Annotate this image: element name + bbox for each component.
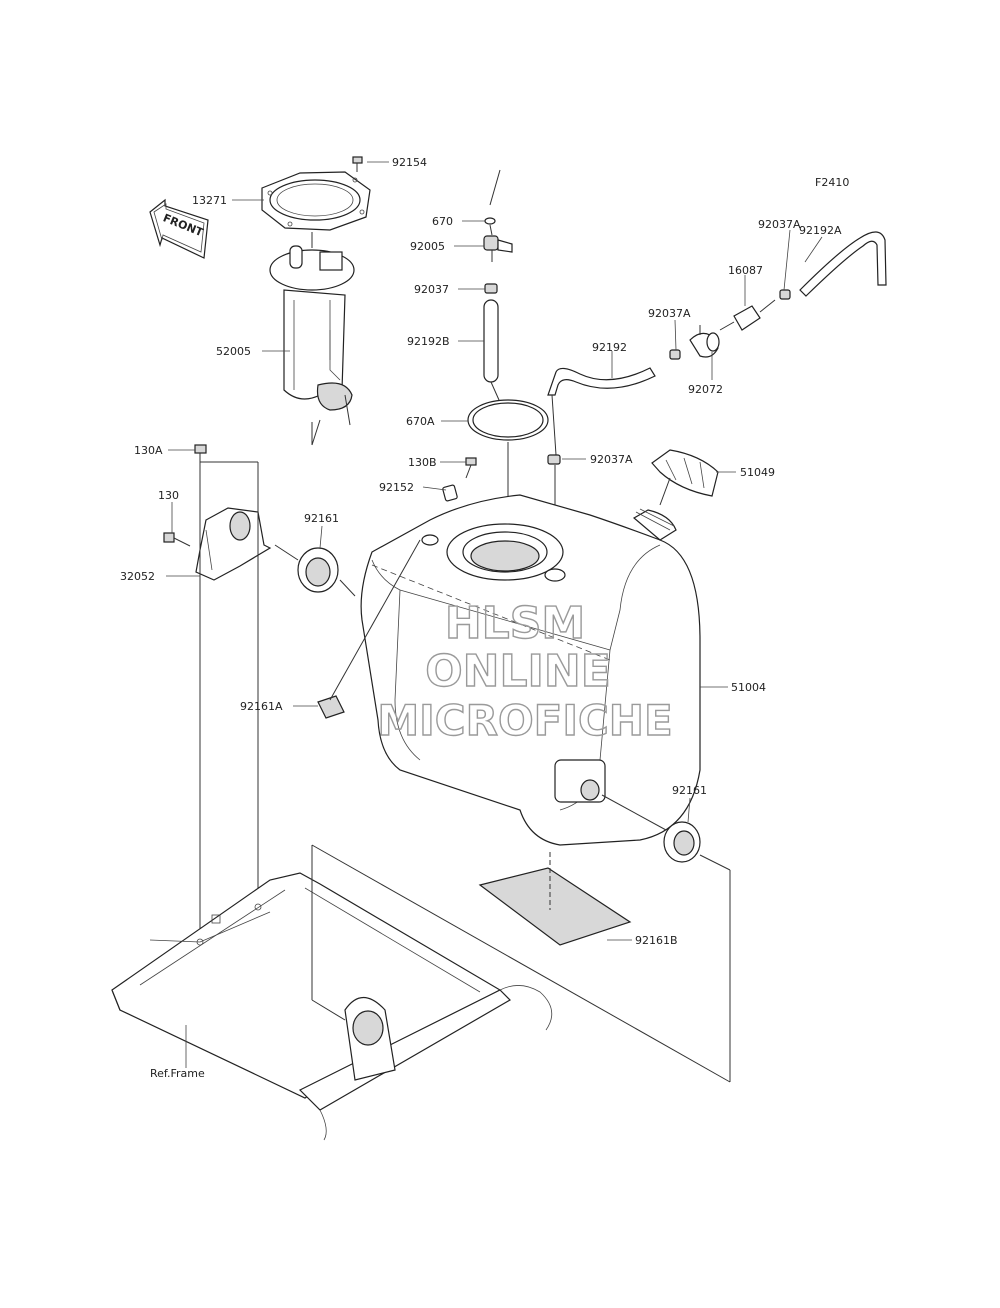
fuel-tank-51004 xyxy=(360,494,701,846)
clamp-92037A-mid xyxy=(669,349,681,360)
fuel-filter-16087 xyxy=(719,299,776,331)
label-92192A: 92192A xyxy=(799,224,842,237)
label-92161A: 92161A xyxy=(240,700,283,713)
bolt-130A xyxy=(194,444,207,462)
label-16087: 16087 xyxy=(728,264,763,277)
label-51049: 51049 xyxy=(740,466,775,479)
diagram-code: F2410 xyxy=(815,176,849,189)
fuel-pump-52005 xyxy=(269,245,355,426)
grommet-92161A xyxy=(317,695,345,719)
label-52005: 52005 xyxy=(216,345,251,358)
o-ring-670A xyxy=(467,399,549,441)
label-92161-upper: 92161 xyxy=(304,512,339,525)
label-92037A-lower: 92037A xyxy=(590,453,633,466)
label-13271: 13271 xyxy=(192,194,227,207)
fuel-cap-51049 xyxy=(651,449,719,497)
label-51004: 51004 xyxy=(731,681,766,694)
pad-92161B xyxy=(478,867,632,946)
hose-92192 xyxy=(547,367,656,396)
grommet-92161-upper xyxy=(297,547,339,593)
label-ref-frame: Ref.Frame xyxy=(150,1067,205,1080)
grommet-92161-lower xyxy=(663,821,701,863)
label-92192B: 92192B xyxy=(407,335,450,348)
leader-lines xyxy=(166,161,823,1068)
label-92192: 92192 xyxy=(592,341,627,354)
bolt-130 xyxy=(163,532,191,547)
part-labels: 92154 13271 52005 670 92005 92037 92192B… xyxy=(120,156,842,1080)
fitting-92072 xyxy=(689,325,720,358)
bolt-130B xyxy=(465,457,477,479)
label-92154: 92154 xyxy=(392,156,427,169)
label-92161-lower: 92161 xyxy=(672,784,707,797)
watermark-line-2: ONLINE xyxy=(425,646,611,697)
hose-92192A xyxy=(799,231,887,297)
clip-92152 xyxy=(442,484,458,502)
label-92037A-upper: 92037A xyxy=(758,218,801,231)
clamp-92037A-upper xyxy=(779,289,791,300)
label-130B: 130B xyxy=(408,456,437,469)
fuel-pump-gasket-plate xyxy=(261,171,371,231)
o-ring-670 xyxy=(484,217,496,225)
bolt-92154 xyxy=(352,156,363,172)
clamp-92037A-lower xyxy=(547,454,561,465)
label-130: 130 xyxy=(158,489,179,502)
label-92005: 92005 xyxy=(410,240,445,253)
watermark: HLSM ONLINE MICROFICHE xyxy=(377,597,674,745)
label-130A: 130A xyxy=(134,444,163,457)
frame xyxy=(111,872,553,1141)
label-670A: 670A xyxy=(406,415,435,428)
label-32052: 32052 xyxy=(120,570,155,583)
hose-92192B xyxy=(483,299,499,383)
bracket-32052 xyxy=(195,507,272,581)
front-arrow-icon: FRONT xyxy=(149,198,209,259)
watermark-line-3: MICROFICHE xyxy=(377,696,672,745)
label-92152: 92152 xyxy=(379,481,414,494)
label-92037A-mid: 92037A xyxy=(648,307,691,320)
label-92161B: 92161B xyxy=(635,934,678,947)
watermark-line-1: HLSM xyxy=(445,598,585,649)
clamp-92037 xyxy=(484,283,498,294)
fitting-92005 xyxy=(483,235,513,262)
label-92072: 92072 xyxy=(688,383,723,396)
label-670: 670 xyxy=(432,215,453,228)
label-92037: 92037 xyxy=(414,283,449,296)
